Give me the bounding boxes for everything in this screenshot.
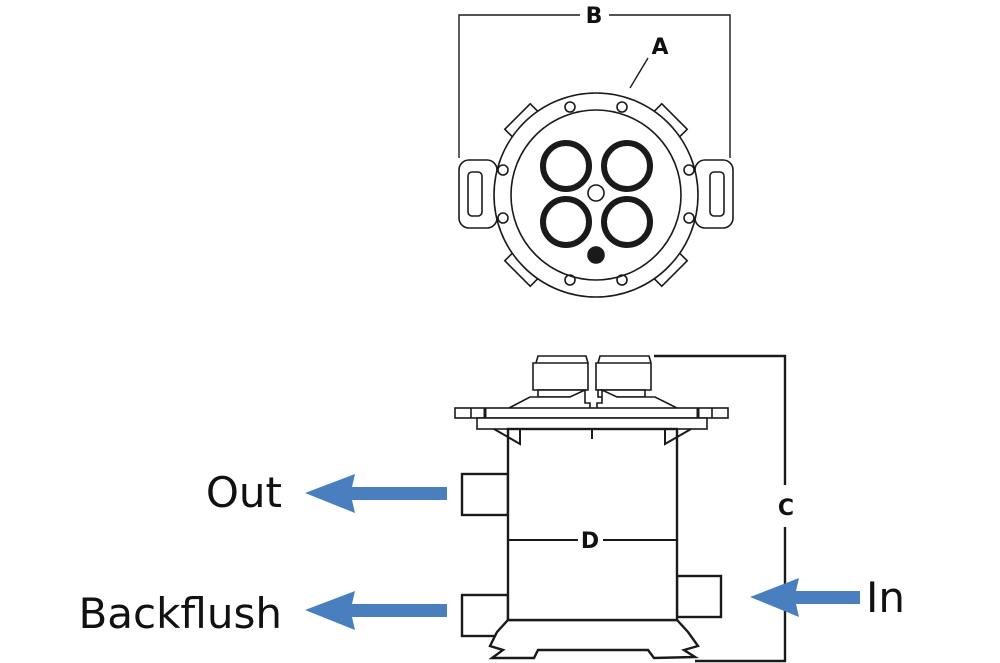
- dimension-b-label: B: [586, 4, 603, 29]
- backflush-arrow-icon: [305, 591, 447, 630]
- flange-plate: [476, 417, 708, 430]
- filter-rings: [540, 140, 653, 248]
- side-view: [454, 354, 787, 663]
- right-cap: [595, 355, 652, 391]
- dimension-a-label: A: [651, 35, 668, 60]
- left-cap: [532, 355, 589, 391]
- dimension-a-leader: [629, 57, 649, 89]
- center-port: [587, 184, 605, 202]
- inner-plate: [510, 109, 682, 281]
- backflush-label: Backflush: [78, 589, 282, 638]
- flange-top: [454, 407, 729, 419]
- right-ear: [694, 159, 734, 229]
- in-label: In: [866, 573, 905, 622]
- in-port: [675, 574, 723, 619]
- dimension-c-bracket: [654, 354, 787, 485]
- left-ear: [458, 159, 498, 229]
- drain-dot: [587, 246, 605, 264]
- housing-body: [506, 427, 679, 622]
- dimension-d-label: D: [581, 529, 599, 554]
- base: [488, 618, 700, 660]
- out-label: Out: [206, 468, 282, 517]
- dimension-c-label: C: [778, 496, 794, 521]
- out-port: [460, 472, 510, 517]
- top-view: [458, 14, 734, 298]
- in-arrow-icon: [750, 578, 860, 617]
- dimension-b-bracket: [458, 14, 580, 158]
- out-arrow-icon: [305, 474, 447, 513]
- bolt-holes: [497, 101, 695, 286]
- outer-flange: [493, 92, 699, 298]
- flow-arrows: [305, 474, 860, 630]
